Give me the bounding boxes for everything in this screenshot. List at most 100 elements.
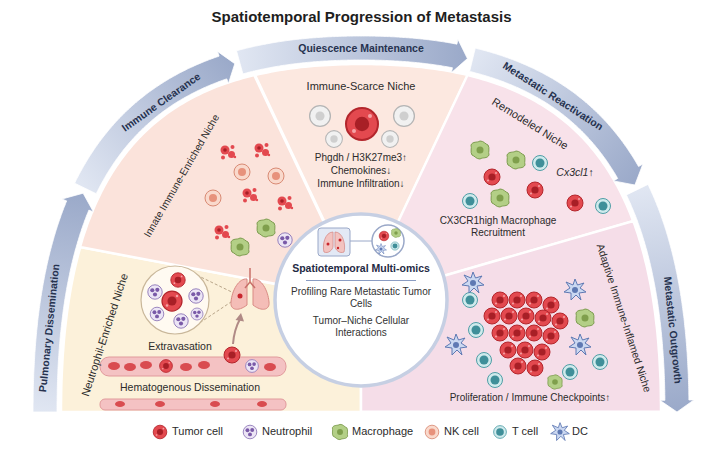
molecular-note: Chemokines↓ xyxy=(331,165,392,177)
use-part xyxy=(469,323,484,338)
use-part xyxy=(162,291,182,311)
diagram-title-holder: Spatiotemporal Progression of Metastasis xyxy=(211,8,511,26)
use-part xyxy=(346,108,378,140)
method-circle: Spatiotemporal Multi-omicsProfiling Rare… xyxy=(273,212,449,388)
stage-label: Metastatic Outgrowth xyxy=(661,276,684,384)
use-part xyxy=(463,293,478,308)
circle-part xyxy=(372,225,404,257)
stage-label-holder: Quiescence Maintenance xyxy=(298,42,423,55)
use-part xyxy=(533,156,548,171)
use-part xyxy=(500,342,516,358)
use-part xyxy=(484,308,500,324)
use-part xyxy=(509,292,525,308)
use-part xyxy=(510,358,526,374)
molecular-note-holder: Phgdh / H3K27me3↑ xyxy=(315,152,407,164)
use-part xyxy=(205,190,221,206)
use-part xyxy=(491,189,509,207)
path-part xyxy=(179,267,240,333)
use-part xyxy=(257,219,275,237)
ellipse-part xyxy=(264,363,276,371)
legend-text: DC xyxy=(572,425,588,438)
stage-label: Pulmonary Dissemination xyxy=(36,264,62,394)
use-part xyxy=(191,308,203,320)
progression-arrows xyxy=(33,36,694,412)
ellipse-part xyxy=(257,401,267,407)
use-part xyxy=(527,360,543,376)
rect-part xyxy=(100,357,286,376)
circle-item: Tumor–Niche Cellular Interactions xyxy=(286,315,436,339)
use-part xyxy=(501,308,517,324)
use-part xyxy=(246,360,259,373)
path-part xyxy=(323,232,344,253)
use-part xyxy=(153,425,167,439)
legend-text: NK cell xyxy=(444,425,479,438)
use-part xyxy=(507,151,525,169)
use-part xyxy=(462,272,484,293)
legend-text-holder: Tumor cell xyxy=(172,425,223,438)
use-part xyxy=(551,423,570,441)
use-part xyxy=(484,169,500,185)
use-part xyxy=(243,188,259,203)
legend-text: Neutrophil xyxy=(262,425,312,438)
use-part xyxy=(326,131,343,148)
remodeled-niche-art xyxy=(463,141,611,214)
molecular-note: Immune Infiltration↓ xyxy=(317,178,404,190)
process-label: Hematogenous Dissemination xyxy=(120,381,260,394)
circle-item: Profiling Rare Metastatic Tumor Cells xyxy=(286,286,436,310)
rect-part xyxy=(318,228,350,256)
process-label-holder: Extravasation xyxy=(148,340,212,353)
use-part xyxy=(234,164,250,180)
ellipse-part xyxy=(180,363,192,371)
use-part xyxy=(445,334,467,355)
use-part xyxy=(569,334,591,355)
process-label-holder: Proliferation / Immune Checkpoints↑ xyxy=(450,392,611,404)
use-part xyxy=(392,229,401,238)
circle-part xyxy=(339,239,342,242)
use-part xyxy=(278,196,294,211)
ellipse-part xyxy=(198,361,210,369)
progression-arrow xyxy=(75,51,235,193)
process-label: Extravasation xyxy=(148,340,212,353)
use-part xyxy=(391,242,399,250)
use-part xyxy=(382,131,399,148)
use-part xyxy=(150,307,164,321)
use-part xyxy=(471,141,489,159)
ellipse-part xyxy=(140,361,152,369)
niche-title: Immune-Scarce Niche xyxy=(307,80,416,93)
process-label-holder: Hematogenous Dissemination xyxy=(120,381,260,394)
use-part xyxy=(425,425,439,439)
diagram-title: Spatiotemporal Progression of Metastasis xyxy=(211,8,511,26)
use-part xyxy=(488,373,503,388)
use-part xyxy=(526,325,542,341)
use-part xyxy=(526,292,542,308)
use-part xyxy=(215,225,231,240)
use-part xyxy=(463,194,478,209)
neutrophil-niche-art xyxy=(100,266,286,410)
circle-fill xyxy=(275,214,447,386)
circle-part xyxy=(141,266,209,334)
circle-divider xyxy=(306,280,416,282)
use-part xyxy=(543,328,559,344)
use-part xyxy=(376,244,387,255)
use-part xyxy=(509,325,525,341)
use-part xyxy=(492,325,508,341)
process-label-holder: CX3CR1high Macrophage Recruitment xyxy=(439,215,557,239)
gene-label-holder: Cx3cl1↑ xyxy=(556,166,593,179)
use-part xyxy=(543,297,559,313)
ellipse-part xyxy=(115,401,125,407)
process-label: CX3CR1high Macrophage Recruitment xyxy=(439,215,557,239)
niche-title-holder: Immune-Scarce Niche xyxy=(307,80,416,93)
line-part xyxy=(350,241,372,242)
innate-niche-art xyxy=(205,143,293,256)
use-part xyxy=(243,425,257,439)
use-part xyxy=(255,143,271,158)
multiomics-mini-art xyxy=(318,225,404,257)
circle-part xyxy=(238,294,243,299)
use-part xyxy=(332,424,347,439)
use-part xyxy=(596,199,611,214)
path-part xyxy=(245,268,255,288)
molecular-note: Phgdh / H3K27me3↑ xyxy=(315,152,407,164)
use-part xyxy=(268,168,284,184)
use-part xyxy=(224,347,240,363)
ellipse-part xyxy=(108,362,120,370)
